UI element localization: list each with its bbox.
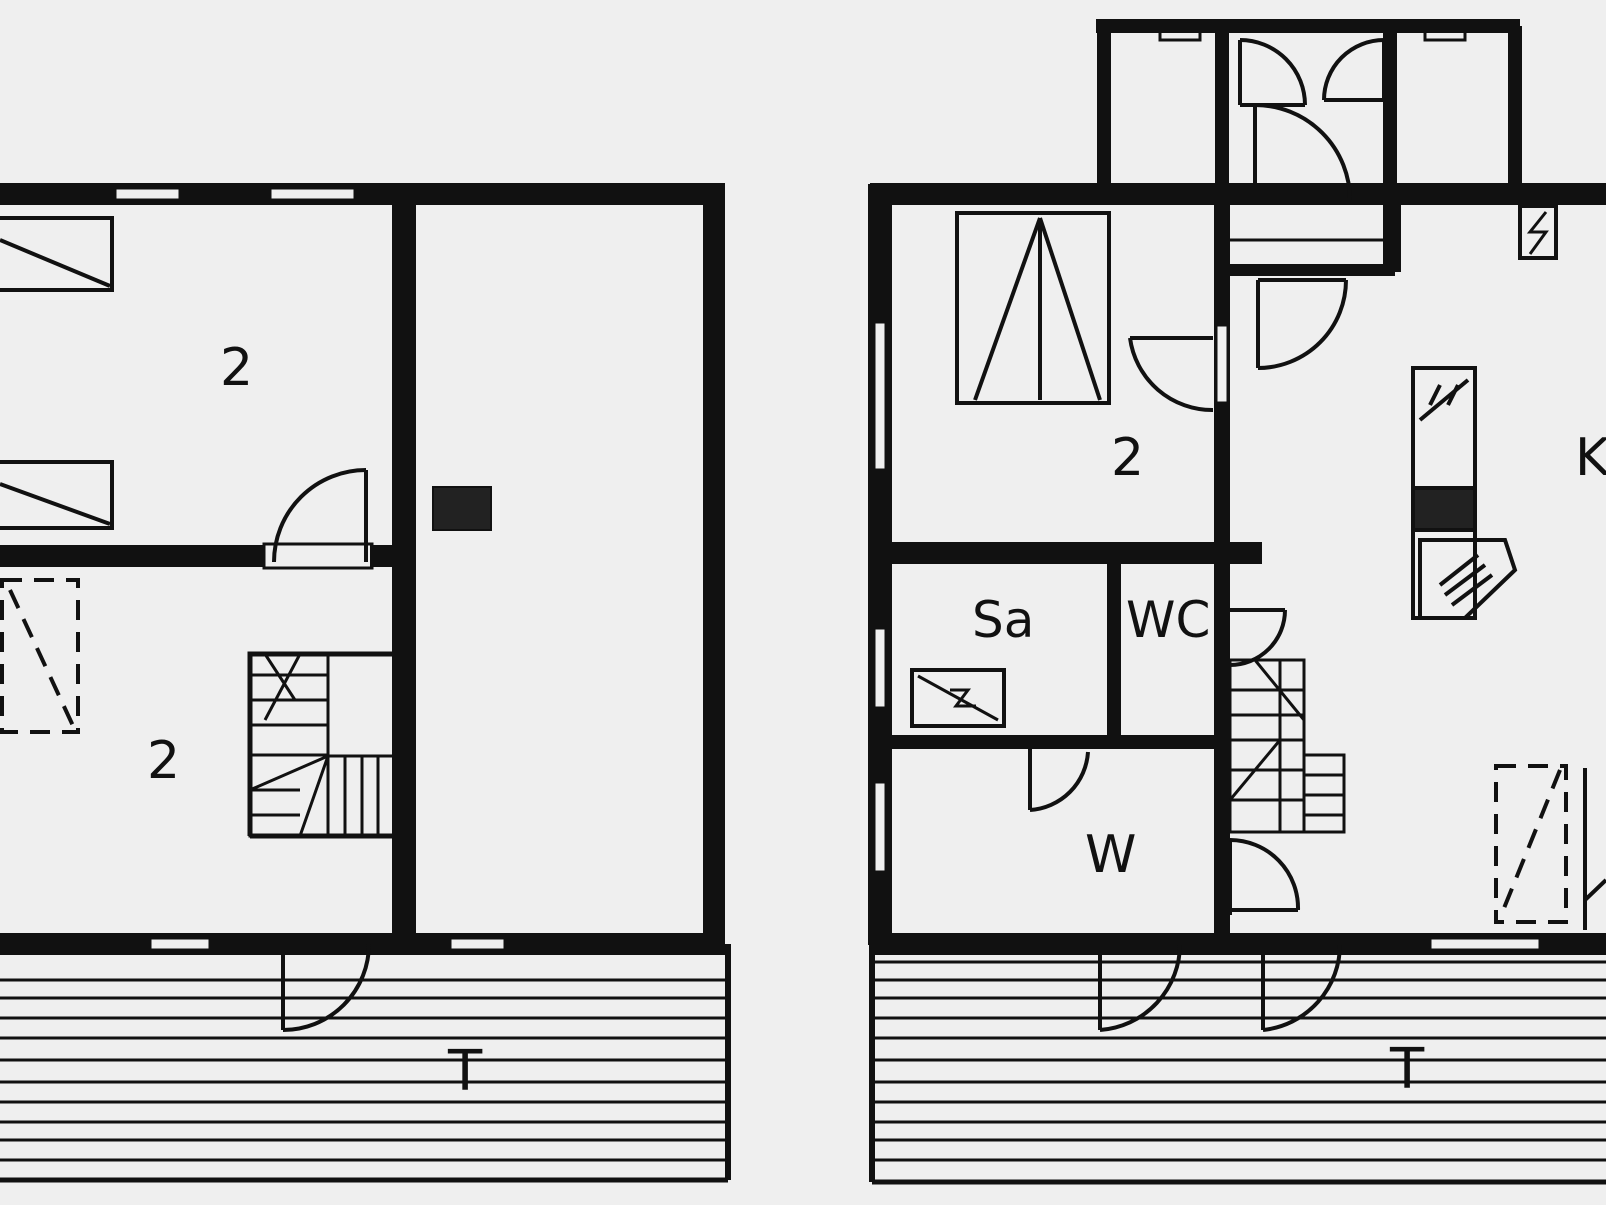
door-swing bbox=[1229, 609, 1287, 667]
window bbox=[872, 626, 888, 710]
window bbox=[268, 186, 357, 202]
rooflight bbox=[1494, 764, 1568, 924]
window bbox=[448, 936, 507, 952]
room-label-bedroom-right: 2 bbox=[1111, 428, 1144, 488]
door-swing bbox=[1029, 751, 1090, 812]
rooflight bbox=[0, 578, 80, 734]
room-label-toilet: WC bbox=[1126, 591, 1210, 649]
bed-line bbox=[1038, 217, 1102, 401]
room-label-bedroom-top-left: 2 bbox=[220, 338, 253, 398]
window bbox=[113, 186, 182, 202]
room-label-washroom: W bbox=[1085, 825, 1136, 885]
bed bbox=[955, 211, 1111, 405]
lightning-icon bbox=[950, 688, 976, 708]
door-swing bbox=[1229, 838, 1301, 911]
door-swing bbox=[282, 943, 371, 1032]
door-swing bbox=[1262, 943, 1343, 1032]
lightning-icon bbox=[1526, 211, 1549, 255]
bed bbox=[0, 216, 114, 292]
room-label-kitchen: K bbox=[1575, 428, 1606, 488]
rooflight-diagonal bbox=[8, 589, 76, 729]
window bbox=[1428, 936, 1542, 952]
sauna-heater bbox=[910, 668, 1006, 728]
window bbox=[872, 780, 888, 874]
rooflight-diagonal bbox=[1498, 769, 1562, 919]
terrace-label-right: T bbox=[1389, 1037, 1425, 1102]
electric-board bbox=[1518, 204, 1558, 260]
upper-floor bbox=[0, 183, 731, 1183]
window bbox=[1214, 323, 1230, 405]
terrace-label-left: T bbox=[447, 1039, 483, 1104]
door-threshold bbox=[262, 542, 374, 570]
room-label-sauna: Sa bbox=[972, 591, 1034, 649]
room-label-bedroom-bottom-left: 2 bbox=[147, 731, 180, 791]
staircase bbox=[1228, 658, 1346, 834]
ground-floor bbox=[868, 19, 1606, 1185]
terrace-right bbox=[869, 944, 1606, 1185]
bed-diagonal bbox=[0, 482, 111, 526]
bed-diagonal bbox=[0, 238, 111, 288]
vestibule bbox=[1096, 19, 1522, 370]
fireplace bbox=[1411, 366, 1518, 620]
bed bbox=[0, 460, 114, 530]
chimney bbox=[432, 486, 492, 531]
window bbox=[872, 320, 888, 472]
staircase bbox=[247, 651, 392, 839]
rooflight-edge bbox=[1583, 878, 1606, 902]
door-swing bbox=[1099, 943, 1183, 1032]
bed-line bbox=[973, 217, 1042, 401]
heater-line bbox=[917, 674, 999, 722]
terrace-left bbox=[0, 944, 731, 1183]
door-swing bbox=[1128, 337, 1214, 413]
window bbox=[148, 936, 212, 952]
